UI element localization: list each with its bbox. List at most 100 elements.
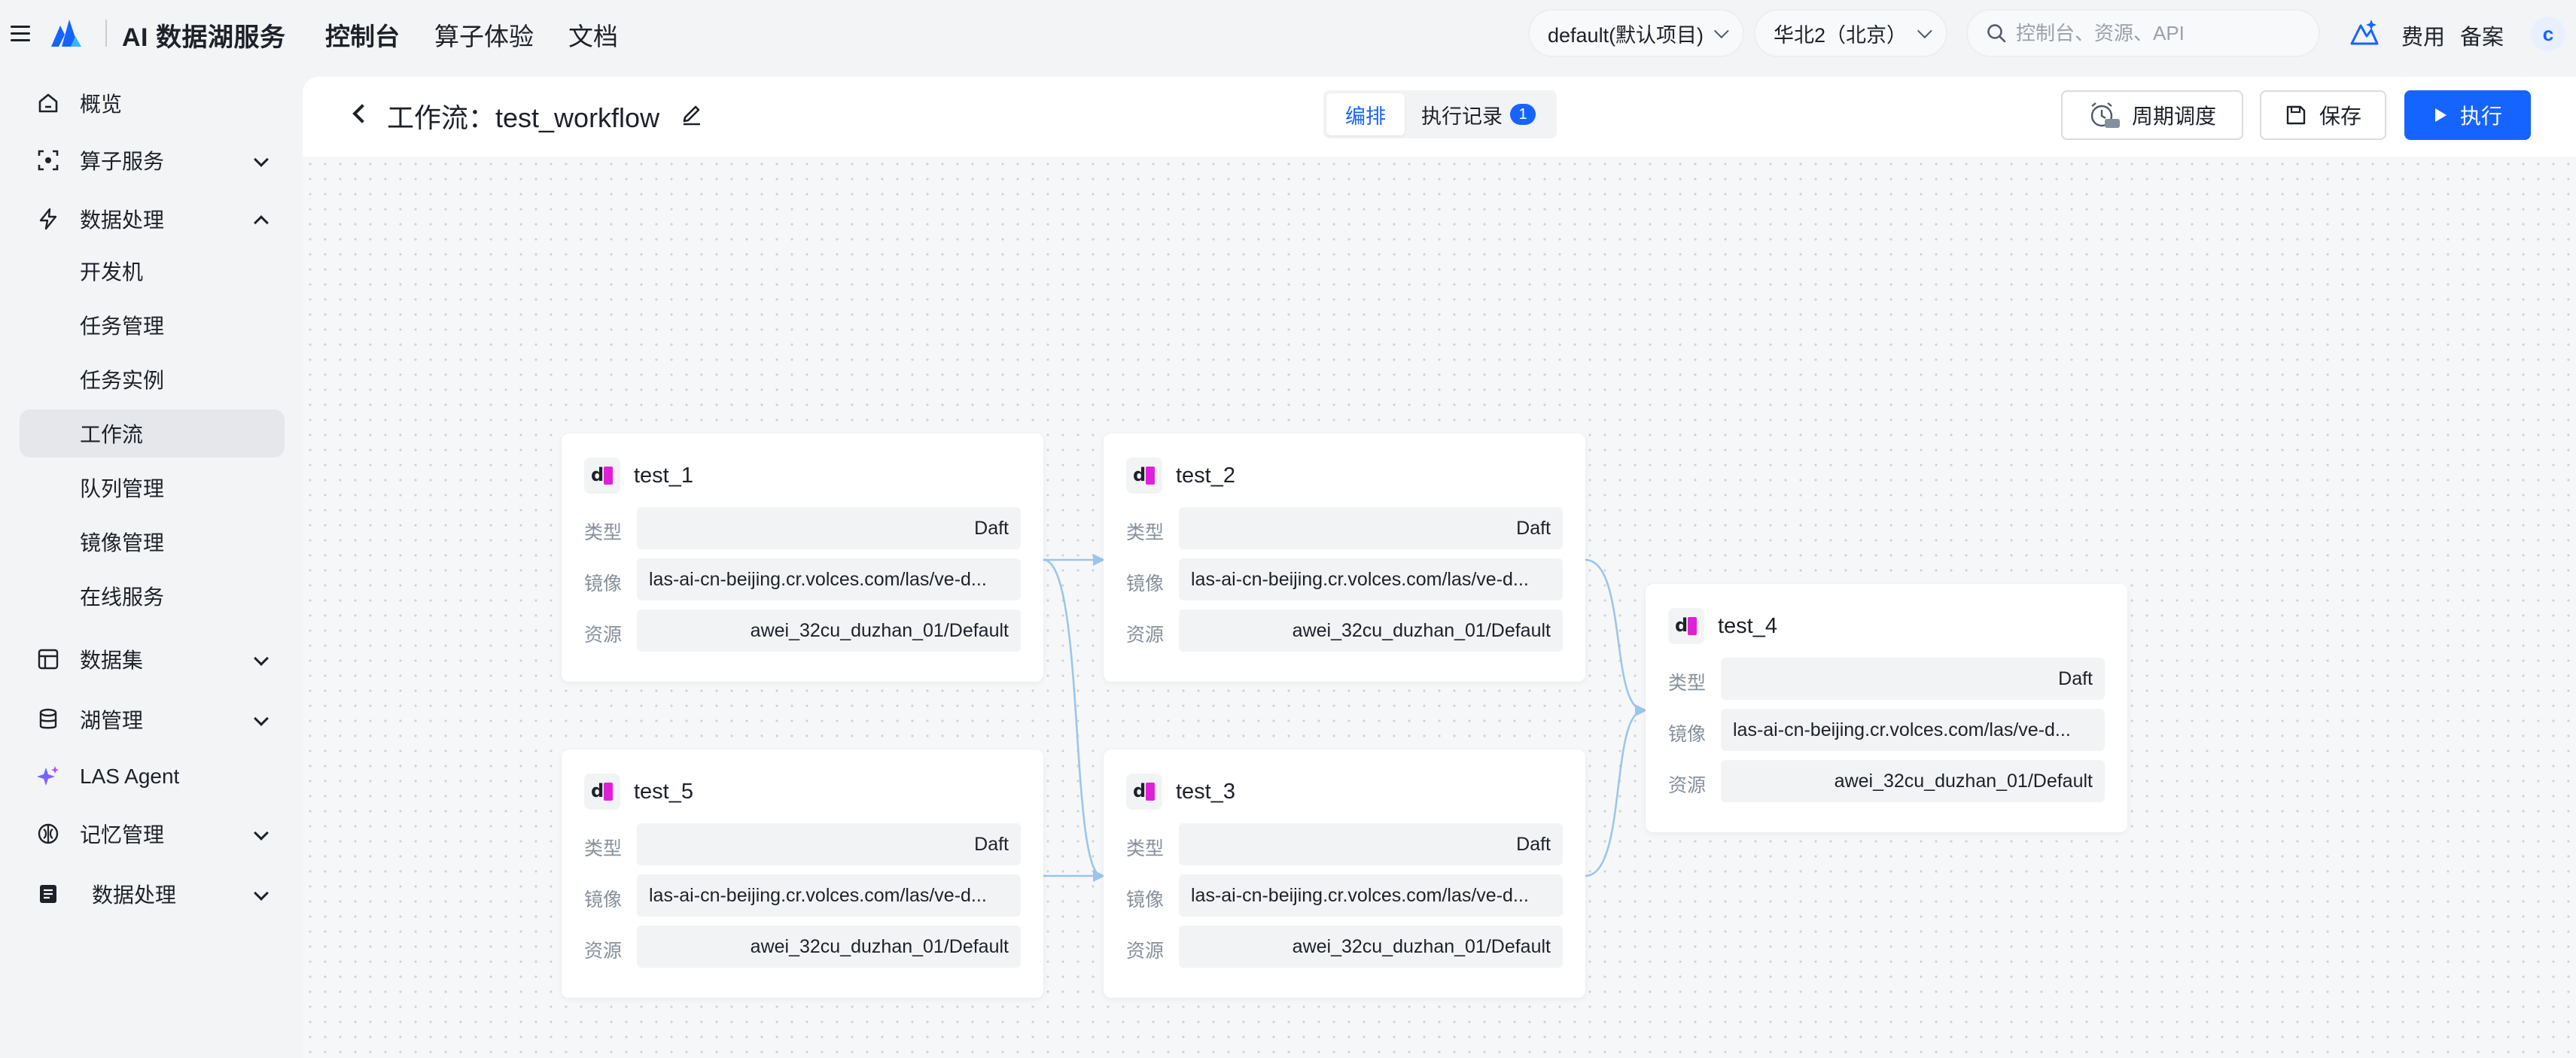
menu-icon[interactable]: [11, 21, 35, 45]
node-name: test_4: [1718, 613, 1777, 638]
chevron-down-icon: [254, 152, 269, 167]
sidebar-sub-label: 任务实例: [80, 369, 165, 392]
node-resource-row: 资源 awei_32cu_duzhan_01/Default: [1126, 610, 1563, 652]
node-type-row: 类型 Daft: [1668, 658, 2105, 700]
page-title: 工作流：test_workflow: [387, 102, 660, 133]
node-header: d test_3: [1126, 772, 1235, 811]
chevron-down-icon: [254, 886, 269, 901]
run-button-label: 执行: [2459, 105, 2502, 128]
sidebar-sub-workflow[interactable]: 工作流: [20, 409, 285, 458]
sidebar-item-lake-management[interactable]: 湖管理: [20, 695, 285, 743]
project-select[interactable]: default(默认项目): [1528, 9, 1745, 57]
node-resource-label: 资源: [1126, 941, 1165, 962]
sidebar-sub-queue-management[interactable]: 队列管理: [20, 464, 285, 512]
sidebar: 概览 算子服务 数据处理 开发机 任务管理 任务实例 工作流 队列管理 镜像管理…: [0, 66, 298, 1058]
save-button-label: 保存: [2319, 105, 2361, 128]
node-resource-value: awei_32cu_duzhan_01/Default: [1179, 926, 1563, 968]
sidebar-sub-dev-machine[interactable]: 开发机: [20, 247, 285, 295]
sidebar-item-operator-service[interactable]: 算子服务: [20, 136, 285, 184]
sidebar-item-data-processing[interactable]: 数据处理: [20, 195, 285, 243]
node-image-row: 镜像 las-ai-cn-beijing.cr.volces.com/las/v…: [1126, 874, 1563, 917]
edit-icon[interactable]: [679, 101, 705, 126]
sidebar-item-label: 概览: [80, 93, 123, 116]
node-type-value: Daft: [1179, 507, 1563, 549]
node-name: test_1: [634, 463, 693, 488]
records-count-badge: 1: [1510, 104, 1536, 125]
search-input[interactable]: [2016, 21, 2287, 45]
lightning-icon: [39, 208, 57, 230]
sidebar-item-las-agent[interactable]: LAS Agent: [20, 752, 285, 801]
ai-assistant-icon[interactable]: [2347, 17, 2380, 50]
chevron-down-icon: [254, 651, 269, 666]
sidebar-sub-task-instance[interactable]: 任务实例: [20, 355, 285, 403]
tab-execution-records[interactable]: 执行记录 1: [1405, 93, 1552, 135]
sidebar-sub-online-service[interactable]: 在线服务: [20, 572, 285, 620]
search-icon: [1987, 24, 2006, 43]
node-resource-row: 资源 awei_32cu_duzhan_01/Default: [1668, 760, 2105, 802]
node-image-row: 镜像 las-ai-cn-beijing.cr.volces.com/las/v…: [1668, 709, 2105, 751]
edge-test_1-test_3: [1043, 558, 1105, 882]
nav-docs[interactable]: 文档: [568, 23, 618, 50]
node-name: test_3: [1176, 779, 1235, 804]
sidebar-sub-label: 工作流: [80, 423, 144, 446]
avatar[interactable]: c: [2531, 17, 2565, 51]
fee-link[interactable]: 费用: [2401, 26, 2446, 50]
sidebar-item-label: LAS Agent: [80, 765, 180, 788]
node-type-row: 类型 Daft: [1126, 507, 1563, 549]
brand-name: AI 数据湖服务: [122, 23, 286, 52]
brand-logo: [51, 20, 81, 47]
workflow-canvas[interactable]: d test_1 类型 Daft 镜像 las-ai-cn-beijing.cr…: [303, 157, 2576, 1058]
back-icon[interactable]: [352, 104, 372, 123]
tab-edit[interactable]: 编排: [1326, 93, 1405, 135]
sidebar-item-data-processing-2[interactable]: 数据处理: [20, 870, 285, 918]
sidebar-item-overview[interactable]: 概览: [20, 79, 285, 127]
edge-test_2-test_4: [1585, 558, 1647, 716]
workflow-node-test_1[interactable]: d test_1 类型 Daft 镜像 las-ai-cn-beijing.cr…: [562, 433, 1043, 682]
chevron-up-icon: [254, 215, 269, 230]
node-image-value: las-ai-cn-beijing.cr.volces.com/las/ve-d…: [637, 558, 1021, 600]
node-header: d test_5: [584, 772, 693, 811]
node-type-row: 类型 Daft: [584, 823, 1021, 865]
workflow-node-test_2[interactable]: d test_2 类型 Daft 镜像 las-ai-cn-beijing.cr…: [1104, 433, 1585, 682]
node-type-label: 类型: [1668, 673, 1707, 694]
sidebar-sub-label: 镜像管理: [80, 531, 165, 555]
sidebar-sub-image-management[interactable]: 镜像管理: [20, 518, 285, 566]
sidebar-item-label: 记忆管理: [80, 823, 165, 847]
chevron-down-icon: [1713, 23, 1729, 39]
node-image-value: las-ai-cn-beijing.cr.volces.com/las/ve-d…: [1179, 558, 1563, 600]
schedule-button-label: 周期调度: [2131, 105, 2216, 128]
sidebar-sub-label: 开发机: [80, 260, 144, 284]
node-resource-label: 资源: [584, 941, 623, 962]
top-nav: 控制台 算子体验 文档: [325, 17, 618, 53]
node-resource-value: awei_32cu_duzhan_01/Default: [1179, 610, 1563, 652]
search-box[interactable]: [1966, 9, 2320, 57]
save-icon: [2286, 105, 2306, 125]
sidebar-item-dataset[interactable]: 数据集: [20, 635, 285, 683]
record-link[interactable]: 备案: [2460, 26, 2504, 50]
sidebar-sub-task-management[interactable]: 任务管理: [20, 301, 285, 349]
node-name: test_5: [634, 779, 693, 804]
sidebar-sub-label: 在线服务: [80, 585, 165, 609]
workflow-node-test_3[interactable]: d test_3 类型 Daft 镜像 las-ai-cn-beijing.cr…: [1104, 749, 1585, 998]
workflow-node-test_4[interactable]: d test_4 类型 Daft 镜像 las-ai-cn-beijing.cr…: [1646, 584, 2127, 832]
node-resource-value: awei_32cu_duzhan_01/Default: [637, 926, 1021, 968]
node-type-label: 类型: [584, 522, 623, 543]
node-resource-label: 资源: [1126, 625, 1165, 646]
run-button[interactable]: 执行: [2404, 90, 2531, 140]
tab-label: 执行记录: [1421, 105, 1503, 128]
region-select[interactable]: 华北2（北京）: [1754, 9, 1948, 57]
node-type-row: 类型 Daft: [1126, 823, 1563, 865]
sidebar-item-memory-management[interactable]: 记忆管理: [20, 810, 285, 858]
nav-console[interactable]: 控制台: [325, 23, 400, 50]
workflow-node-test_5[interactable]: d test_5 类型 Daft 镜像 las-ai-cn-beijing.cr…: [562, 749, 1043, 998]
save-button[interactable]: 保存: [2260, 90, 2386, 140]
sidebar-item-label: 数据处理: [92, 883, 177, 907]
node-resource-label: 资源: [584, 625, 623, 646]
schedule-button[interactable]: 周期调度: [2061, 90, 2243, 140]
node-resource-value: awei_32cu_duzhan_01/Default: [1721, 760, 2105, 802]
notebook-icon: [40, 885, 56, 903]
edge-test_3-test_4: [1585, 704, 1647, 877]
node-image-value: las-ai-cn-beijing.cr.volces.com/las/ve-d…: [1179, 874, 1563, 917]
nav-operator-experience[interactable]: 算子体验: [434, 23, 534, 50]
chevron-down-icon: [254, 711, 269, 726]
